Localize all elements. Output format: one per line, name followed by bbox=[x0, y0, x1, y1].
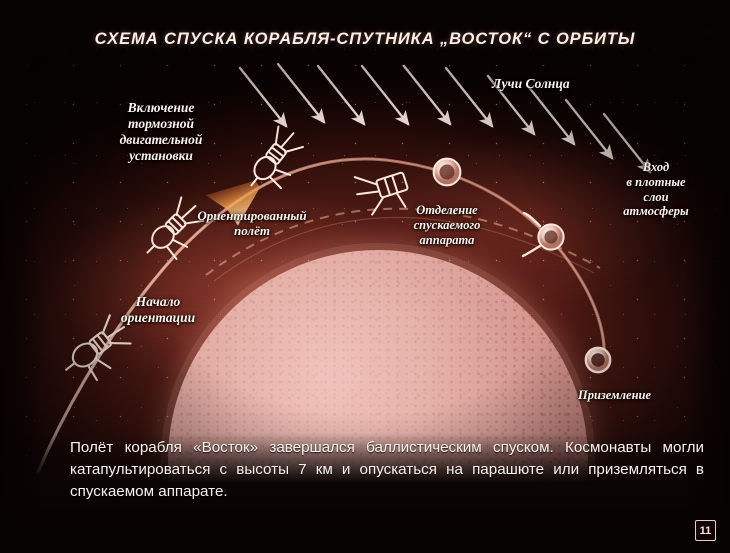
label-sun-rays: Лучи Солнца bbox=[492, 76, 570, 91]
label-separation: Отделение спускаемого аппарата bbox=[413, 203, 481, 247]
slide-title: СХЕМА СПУСКА КОРАБЛЯ-СПУТНИКА „ВОСТОК“ С… bbox=[94, 30, 636, 48]
frame-border-top bbox=[0, 0, 730, 62]
frame-border-bottom bbox=[0, 433, 730, 553]
caption-text: Полёт корабля «Восток» завершался баллис… bbox=[70, 439, 704, 501]
frame-border-left bbox=[0, 0, 46, 553]
frame-border-right bbox=[684, 0, 730, 553]
label-atmosphere-entry: Вход в плотные слои атмосферы bbox=[623, 160, 689, 219]
label-retro-fire: Включение тормозной двигательной установ… bbox=[119, 100, 203, 163]
label-oriented-flight: Ориентированный полёт bbox=[197, 208, 307, 239]
label-orientation-start: Начало ориентации bbox=[120, 294, 196, 325]
label-landing: Приземление bbox=[578, 388, 652, 402]
frame-number-badge: 11 bbox=[695, 520, 716, 541]
caption-block: Полёт корабля «Восток» завершался баллис… bbox=[70, 437, 704, 504]
